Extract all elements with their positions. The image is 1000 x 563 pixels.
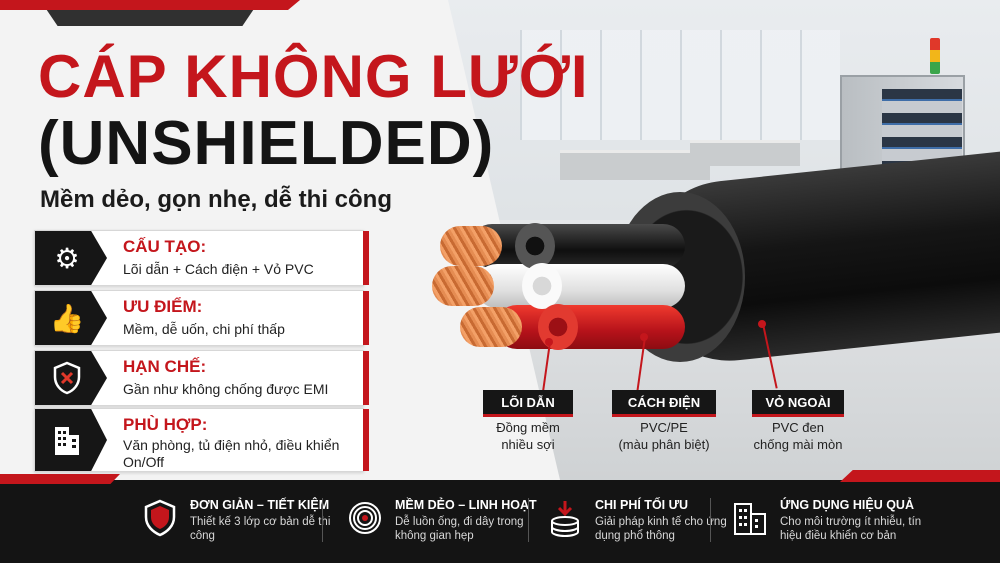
gear-icon: ⚙ [35,231,107,285]
copper-conductor [432,266,494,306]
footer-item-title: ĐƠN GIẢN – TIẾT KIỆM [190,498,330,512]
footer-item-simple: ĐƠN GIẢN – TIẾT KIỆM Thiết kế 3 lớp cơ b… [140,490,330,550]
feature-title: ƯU ĐIỂM: [123,297,203,316]
feature-accent-bar [363,351,369,405]
footer-item-text: Dễ luồn ống, đi dây trong không gian hẹp [395,516,524,542]
footer-separator [528,498,529,542]
black-insulation-end [515,223,555,269]
subtitle: Mềm dẻo, gọn nhẹ, dễ thi công [40,186,392,213]
building-icon [35,409,107,471]
callout-desc-sheath: PVC đen chống mài mòn [753,420,843,452]
feature-accent-bar [363,231,369,285]
callout-label-conductor: LÕI DẪN [483,390,573,417]
footer-item-text: Thiết kế 3 lớp cơ bản dễ thi công [190,516,331,542]
signal-tower-lamp [930,38,940,74]
shield-x-icon [35,351,107,405]
buildings-icon [730,496,770,540]
feature-accent-bar [363,409,369,471]
callout-label-sheath: VỎ NGOÀI [752,390,844,417]
title-line-2: (UNSHIELDED) [38,109,495,178]
top-red-accent [0,0,300,10]
feature-title: HẠN CHẾ: [123,357,207,376]
callout-desc-conductor: Đồng mềm nhiều sợi [496,420,560,452]
feature-card-advantages: 👍 ƯU ĐIỂM: Mềm, dễ uốn, chi phí thấp [34,290,369,346]
white-wire [475,264,685,308]
feature-card-suitable: PHÙ HỢP: Văn phòng, tủ điện nhỏ, điều kh… [34,408,369,472]
footer-item-cost: CHI PHÍ TỐI ƯU Giải pháp kinh tế cho ứng… [545,490,727,550]
footer-item-title: MỀM DẺO – LINH HOẠT [395,498,537,512]
cable-coil-icon [345,496,385,540]
footer-item-flexible: MỀM DẺO – LINH HOẠT Dễ luồn ống, đi dây … [345,490,537,550]
white-insulation-end [522,263,562,309]
feature-text: Lõi dẫn + Cách điện + Vỏ PVC [123,261,314,277]
feature-card-structure: ⚙ CẤU TẠO: Lõi dẫn + Cách điện + Vỏ PVC [34,230,369,286]
footer-red-accent-left [0,474,120,484]
feature-title: CẤU TẠO: [123,237,207,256]
footer-item-title: CHI PHÍ TỐI ƯU [595,498,689,512]
feature-text: Mềm, dễ uốn, chi phí thấp [123,321,285,337]
footer-separator [322,498,323,542]
feature-title: PHÙ HỢP: [123,415,208,434]
coins-down-icon [545,496,585,540]
footer-item-text: Cho môi trường ít nhiễu, tín hiệu điều k… [780,516,922,542]
feature-text: Văn phòng, tủ điện nhỏ, điều khiển On/Of… [123,437,340,470]
office-windows [520,30,840,140]
thumbs-up-icon: 👍 [35,291,107,345]
copper-conductor [440,226,502,266]
office-desk [690,140,800,166]
footer-item-text: Giải pháp kinh tế cho ứng dụng phổ thông [595,516,727,542]
copper-conductor [460,307,522,347]
red-insulation-end [538,304,578,350]
callout-desc-insulation: PVC/PE (màu phân biệt) [618,420,710,452]
footer-item-application: ỨNG DỤNG HIỆU QUẢ Cho môi trường ít nhiễ… [730,490,930,550]
callout-label-insulation: CÁCH ĐIỆN [612,390,716,417]
feature-text: Gần như không chống được EMI [123,381,329,397]
footer-red-accent-right [840,470,1000,482]
feature-card-limitations: HẠN CHẾ: Gần như không chống được EMI [34,350,369,406]
red-wire [495,305,685,349]
footer-separator [710,498,711,542]
shield-icon [140,496,180,540]
title-line-1: CÁP KHÔNG LƯỚI [38,43,589,110]
black-wire [470,224,685,268]
feature-accent-bar [363,291,369,345]
footer-item-title: ỨNG DỤNG HIỆU QUẢ [780,498,914,512]
office-desk [560,150,710,180]
